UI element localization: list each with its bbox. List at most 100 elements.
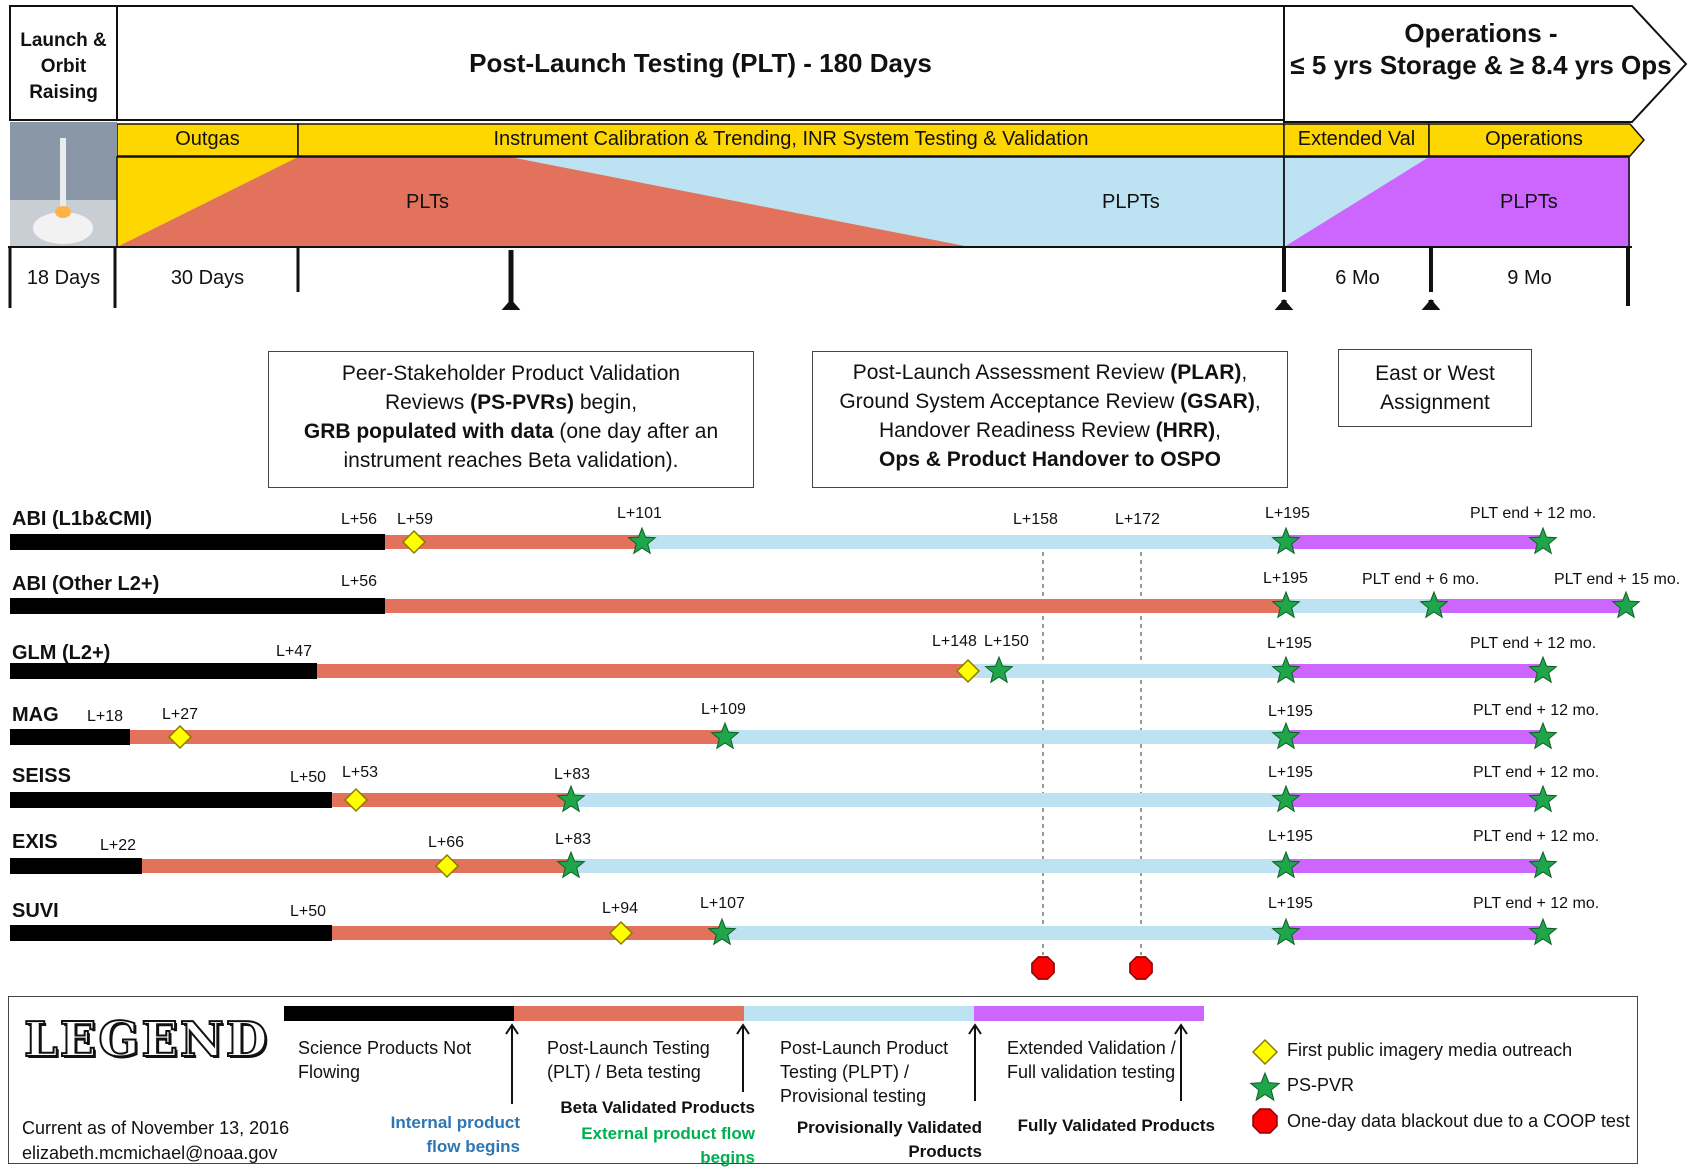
row-label: L+158 — [1013, 511, 1058, 528]
phase-diagram — [8, 5, 1688, 310]
legend-bar-black — [284, 1006, 514, 1021]
legend-octagon-label: One-day data blackout due to a COOP test — [1287, 1111, 1630, 1131]
row-label: L+195 — [1267, 635, 1312, 652]
ps-pvr-star-icon — [1528, 850, 1558, 879]
row-label: PLT end + 15 mo. — [1554, 571, 1681, 588]
plt-header-box — [116, 5, 1285, 121]
legend-octagon-icon — [1252, 1108, 1278, 1134]
plt-title: Post-Launch Testing (PLT) - 180 Days — [469, 48, 932, 78]
ps-pvr-star-icon — [1271, 850, 1301, 879]
row-bar-black — [10, 663, 317, 679]
row-name-suvi: SUVI — [12, 900, 59, 922]
row-label: PLT end + 6 mo. — [1362, 571, 1480, 588]
ps-pvr-star-icon — [556, 850, 586, 879]
row-bar-salmon — [385, 535, 642, 549]
row-bar-salmon — [332, 793, 571, 807]
outgas-bar — [116, 123, 299, 157]
pspvr-callout: Peer-Stakeholder Product Validation Revi… — [268, 351, 754, 488]
row-label: L+53 — [342, 764, 379, 781]
row-label: PLT end + 12 mo. — [1473, 764, 1600, 781]
plts-wedge — [117, 157, 970, 247]
ps-pvr-star-icon — [1419, 590, 1449, 619]
legend-current-date: Current as of November 13, 2016 — [22, 1118, 290, 1138]
legend-diamond-label: First public imagery media outreach — [1287, 1040, 1573, 1060]
legend-bar-salmon — [514, 1006, 744, 1021]
row-label: L+195 — [1268, 764, 1313, 781]
ps-pvr-star-icon — [984, 655, 1014, 684]
ps-pvr-star-icon — [1611, 590, 1641, 619]
legend-bar-purple — [974, 1006, 1204, 1021]
row-bar-black — [10, 598, 385, 614]
legend-seg4: Extended Validation /Full validation tes… — [1007, 1038, 1176, 1082]
row-label: L+22 — [100, 837, 137, 854]
east-west-callout: East or West Assignment — [1338, 349, 1532, 427]
plpts-ops-label: PLPTs — [1500, 191, 1558, 213]
outreach-diamond-icon — [343, 787, 369, 813]
row-label: PLT end + 12 mo. — [1473, 702, 1600, 719]
outreach-diamond-icon — [401, 529, 427, 555]
row-label: L+150 — [984, 633, 1029, 650]
legend-bar-lightblue — [744, 1006, 974, 1021]
row-label: L+83 — [554, 766, 591, 783]
row-label: PLT end + 12 mo. — [1470, 635, 1597, 652]
row-bar-purple — [1286, 926, 1543, 940]
ps-pvr-star-icon — [1528, 721, 1558, 750]
row-bar-black — [10, 792, 332, 808]
plts-label: PLTs — [406, 191, 449, 213]
row-label: L+109 — [701, 701, 746, 718]
row-name-abi-l2: ABI (Other L2+) — [12, 573, 160, 595]
ps-pvr-star-icon — [1528, 784, 1558, 813]
row-bar-salmon — [385, 599, 1286, 613]
ps-pvr-star-icon — [556, 784, 586, 813]
outreach-diamond-icon — [434, 853, 460, 879]
outreach-diamond-icon — [167, 724, 193, 750]
row-label: L+148 — [932, 633, 977, 650]
east-west-arrow — [1421, 299, 1441, 310]
row-label: L+66 — [428, 834, 465, 851]
row-label: L+50 — [290, 903, 327, 920]
ps-pvr-star-icon — [1271, 526, 1301, 555]
row-label: L+59 — [397, 511, 434, 528]
duration-30-days: 30 Days — [170, 267, 245, 289]
legend-star-icon — [1249, 1071, 1281, 1102]
row-bar-black — [10, 925, 332, 941]
row-bar-purple — [1286, 664, 1543, 678]
ps-pvr-star-icon — [707, 917, 737, 946]
row-label: L+172 — [1115, 511, 1160, 528]
row-bar-black — [10, 729, 130, 745]
ps-pvr-star-icon — [1528, 526, 1558, 555]
calibration-bar — [297, 123, 1285, 157]
row-label: L+47 — [276, 643, 313, 660]
ps-pvr-star-icon — [1271, 655, 1301, 684]
outreach-diamond-icon — [955, 658, 981, 684]
legend-seg2: Post-Launch Testing(PLT) / Beta testing — [547, 1038, 710, 1082]
ps-pvr-star-icon — [1528, 917, 1558, 946]
row-bar-black — [10, 858, 142, 874]
legend-fully-validated: Fully Validated Products — [1017, 1116, 1215, 1135]
row-bar-lightblue — [968, 664, 1286, 678]
coop-blackout-octagon-icon — [1129, 956, 1153, 980]
legend-star-label: PS-PVR — [1287, 1075, 1355, 1095]
row-bar-lightblue — [725, 730, 1286, 744]
legend-email: elizabeth.mcmichael@noaa.gov — [22, 1143, 278, 1163]
row-label: L+50 — [290, 769, 327, 786]
ps-pvr-star-icon — [1271, 917, 1301, 946]
duration-18-days: 18 Days — [26, 267, 101, 289]
launch-label: Launch & Orbit Raising — [20, 30, 107, 103]
row-label: L+101 — [617, 505, 662, 522]
row-label: L+195 — [1268, 828, 1313, 845]
row-name-exis: EXIS — [12, 831, 58, 853]
row-label: L+195 — [1263, 570, 1308, 587]
row-bar-lightblue — [642, 535, 1286, 549]
row-bar-purple — [1286, 793, 1543, 807]
pspvr-arrow — [501, 250, 521, 310]
plar-arrow — [1274, 299, 1294, 310]
row-bar-lightblue — [722, 926, 1286, 940]
row-bar-purple — [1434, 599, 1626, 613]
row-label: L+18 — [87, 708, 124, 725]
